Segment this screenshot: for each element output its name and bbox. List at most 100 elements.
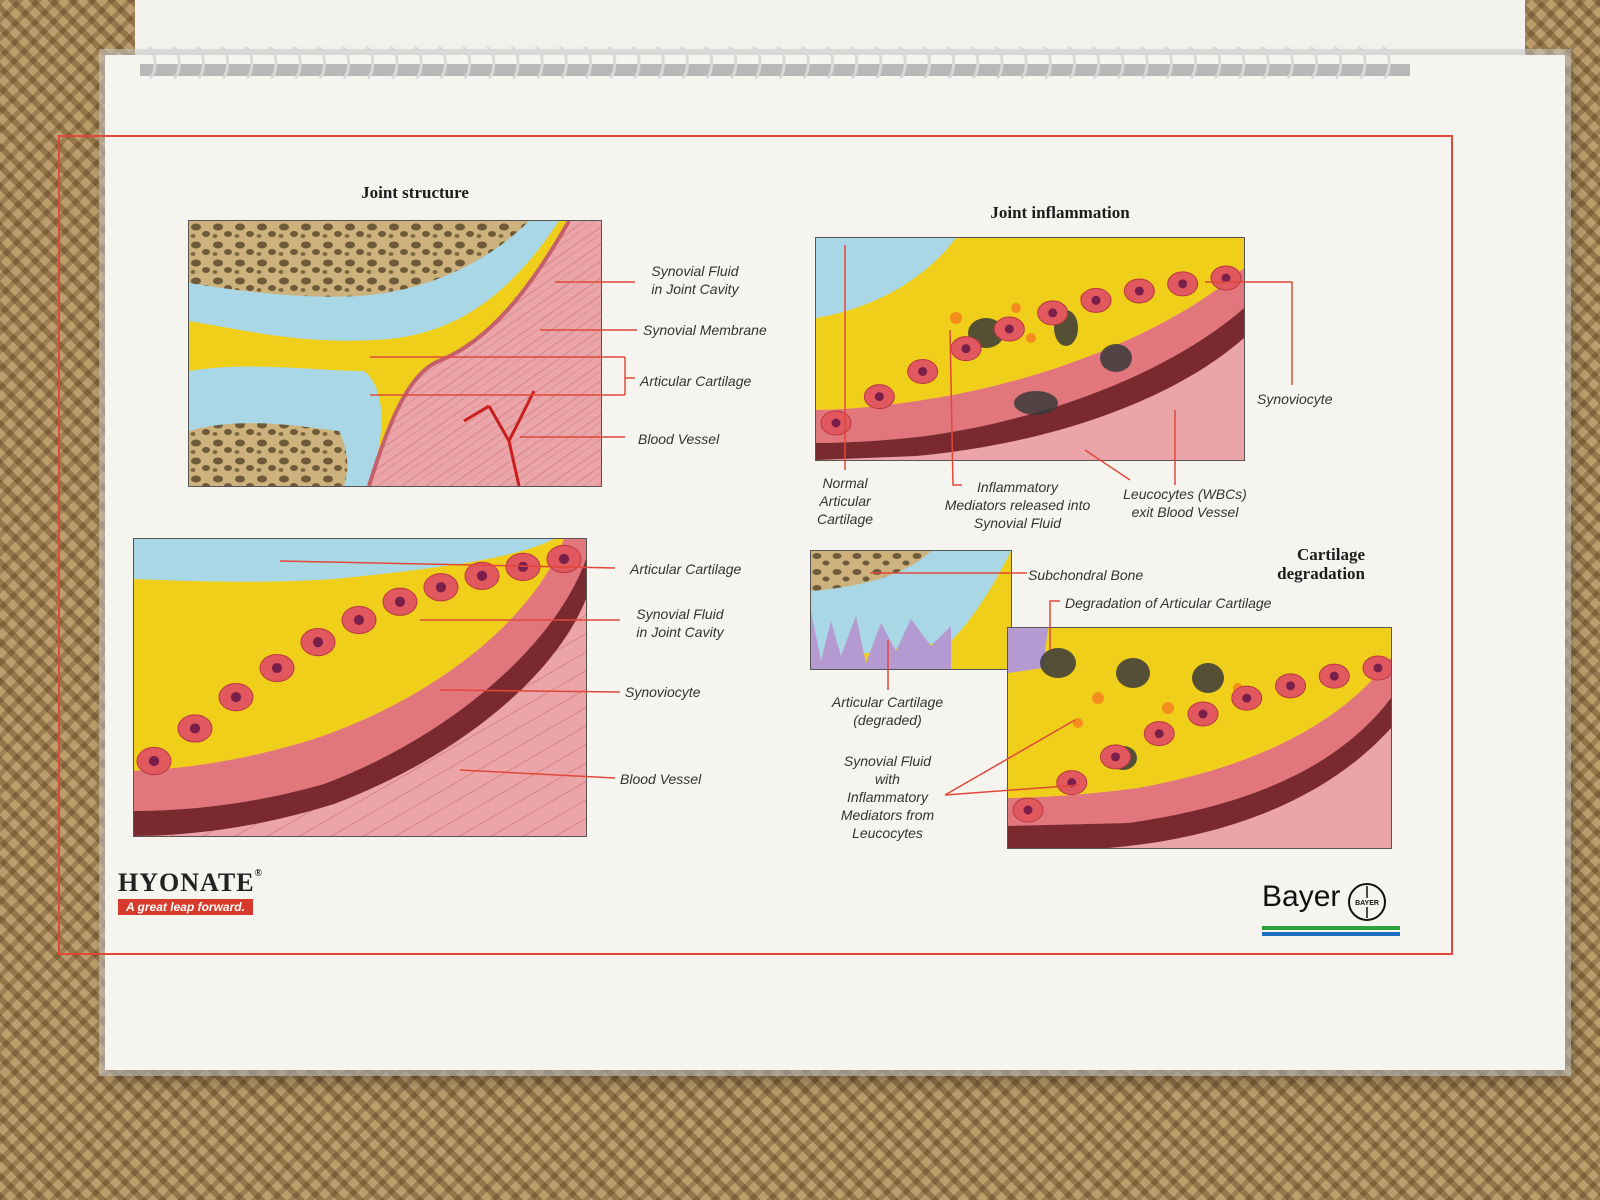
binding-coil bbox=[1260, 46, 1270, 80]
binding-coil bbox=[607, 46, 617, 80]
label-cartilage-degraded-line2: (degraded) bbox=[853, 712, 922, 728]
binding-coil bbox=[220, 46, 230, 80]
label-fluid-mediators-line2: with bbox=[875, 771, 900, 787]
cell-nucleus bbox=[874, 392, 884, 402]
cell-nucleus bbox=[435, 582, 447, 593]
binding-coil bbox=[534, 46, 544, 80]
binding-coil bbox=[1163, 46, 1173, 80]
joint-inflammation-illustration bbox=[815, 237, 1245, 461]
cell-nucleus bbox=[517, 561, 529, 572]
binding-coil bbox=[1284, 46, 1294, 80]
label-fluid-mediators-line3: Inflammatory bbox=[847, 789, 928, 805]
cell-nucleus bbox=[476, 570, 488, 581]
label-fluid-mediators: Synovial Fluid with Inflammatory Mediato… bbox=[820, 752, 955, 842]
binding-coil bbox=[486, 46, 496, 80]
binding-coil bbox=[921, 46, 931, 80]
binding-coil bbox=[462, 46, 472, 80]
label-inflammatory-mediators: Inflammatory Mediators released into Syn… bbox=[935, 478, 1100, 532]
bayer-cross-icon: BAYER bbox=[1347, 882, 1386, 921]
binding-coil bbox=[1067, 46, 1077, 80]
cell-nucleus bbox=[394, 596, 406, 607]
binding-coil bbox=[994, 46, 1004, 80]
label-cartilage-degraded: Articular Cartilage (degraded) bbox=[815, 693, 960, 729]
binding-coil bbox=[437, 46, 447, 80]
label-leucocytes-line2: exit Blood Vessel bbox=[1131, 504, 1239, 520]
binding-coil bbox=[341, 46, 351, 80]
cell-nucleus bbox=[1111, 752, 1120, 762]
binding-coil bbox=[1115, 46, 1125, 80]
synovial-detail-illustration bbox=[133, 538, 587, 837]
binding-coil bbox=[1018, 46, 1028, 80]
binding-coil bbox=[1091, 46, 1101, 80]
cell-nucleus bbox=[1004, 324, 1014, 334]
label-leucocytes-line1: Leucocytes (WBCs) bbox=[1123, 486, 1247, 502]
binding-coil bbox=[268, 46, 278, 80]
cell-nucleus bbox=[1154, 729, 1164, 739]
title-cartilage-degradation-line1: Cartilage bbox=[1297, 545, 1365, 564]
label-fluid-mediators-line1: Synovial Fluid bbox=[843, 753, 932, 769]
title-joint-inflammation: Joint inflammation bbox=[990, 203, 1130, 222]
binding-coil bbox=[292, 46, 302, 80]
label-synovial-fluid: Synovial Fluid in Joint Cavity bbox=[640, 262, 750, 298]
cell-nucleus bbox=[189, 723, 201, 734]
binding-coil bbox=[510, 46, 520, 80]
label-leucocytes: Leucocytes (WBCs) exit Blood Vessel bbox=[1110, 485, 1260, 521]
label-normal-cartilage-line1: Normal bbox=[822, 475, 868, 491]
label-articular-cartilage: Articular Cartilage bbox=[640, 373, 752, 389]
binding-coil bbox=[728, 46, 738, 80]
label-detail-synovial-fluid-line2: in Joint Cavity bbox=[636, 624, 724, 640]
binding-coil bbox=[825, 46, 835, 80]
binding-coil bbox=[655, 46, 665, 80]
binding-coil bbox=[946, 46, 956, 80]
binding-coil bbox=[1381, 46, 1391, 80]
binding-coil bbox=[1236, 46, 1246, 80]
binding-coil bbox=[365, 46, 375, 80]
binding-coil bbox=[897, 46, 907, 80]
subchondral-bone-inset bbox=[810, 550, 1012, 670]
label-degradation: Degradation of Articular Cartilage bbox=[1065, 595, 1272, 611]
binding-coil bbox=[1212, 46, 1222, 80]
binding-coil bbox=[1042, 46, 1052, 80]
cell-nucleus bbox=[1091, 295, 1101, 305]
red-frame bbox=[58, 135, 1453, 955]
cell-nucleus bbox=[1373, 663, 1383, 673]
binding-coil bbox=[776, 46, 786, 80]
bayer-seal-text: BAYER bbox=[1355, 900, 1379, 907]
binding-coil bbox=[195, 46, 205, 80]
binding-coil bbox=[583, 46, 593, 80]
hyonate-registered-mark: ® bbox=[254, 868, 264, 879]
label-synovial-fluid-line1: Synovial Fluid bbox=[651, 263, 739, 279]
label-normal-cartilage: Normal Articular Cartilage bbox=[805, 474, 885, 528]
label-inflammatory-mediators-line1: Inflammatory bbox=[977, 479, 1058, 495]
cell-nucleus bbox=[1221, 273, 1231, 283]
binding-coil bbox=[1309, 46, 1319, 80]
cell-nucleus bbox=[1023, 805, 1033, 815]
label-blood-vessel: Blood Vessel bbox=[638, 431, 720, 447]
cell-nucleus bbox=[312, 637, 324, 648]
cartilage-degradation-illustration bbox=[1007, 627, 1392, 849]
binding-coil bbox=[171, 46, 181, 80]
binding-coil bbox=[1188, 46, 1198, 80]
bayer-stripe-green bbox=[1262, 925, 1400, 930]
binding-coil bbox=[389, 46, 399, 80]
binding-coil bbox=[800, 46, 810, 80]
cell-nucleus bbox=[831, 418, 841, 428]
label-detail-synoviocyte: Synoviocyte bbox=[625, 684, 701, 700]
cell-nucleus bbox=[271, 662, 283, 674]
binding-coil bbox=[752, 46, 762, 80]
cell-nucleus bbox=[1048, 308, 1058, 318]
binding-coil bbox=[873, 46, 883, 80]
binding-coil bbox=[316, 46, 326, 80]
label-detail-synovial-fluid: Synovial Fluid in Joint Cavity bbox=[620, 605, 740, 641]
title-joint-structure: Joint structure bbox=[361, 183, 469, 202]
cell-nucleus bbox=[961, 344, 971, 354]
label-normal-cartilage-line2: Articular bbox=[819, 493, 871, 509]
binding-coil bbox=[704, 46, 714, 80]
label-normal-cartilage-line3: Cartilage bbox=[816, 511, 874, 527]
cell-nucleus bbox=[558, 553, 570, 565]
binding-coil bbox=[413, 46, 423, 80]
hyonate-name: HYONATE bbox=[118, 868, 255, 897]
spiral-binding bbox=[140, 46, 1410, 80]
joint-structure-illustration bbox=[188, 220, 602, 487]
binding-coil bbox=[970, 46, 980, 80]
